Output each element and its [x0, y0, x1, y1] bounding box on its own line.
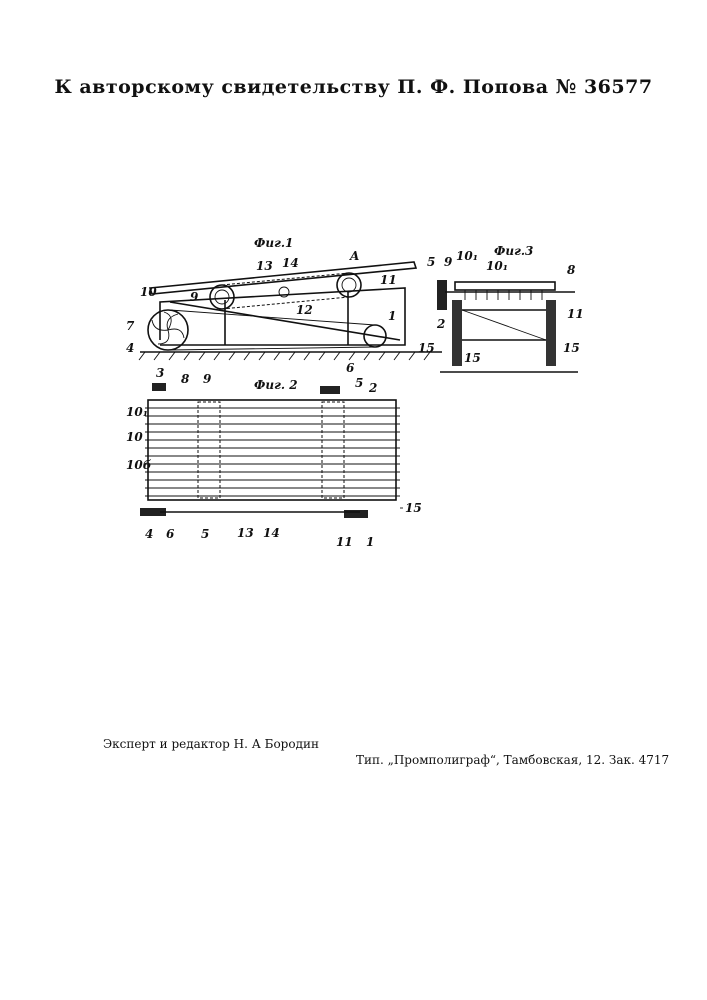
label-5: 5 — [427, 255, 435, 269]
label-1: 1 — [366, 535, 374, 549]
figure-1-side-view: Фиг.1 — [126, 236, 442, 375]
editor-credit: Эксперт и редактор Н. А Бородин — [103, 737, 319, 751]
label-2: 2 — [436, 317, 445, 331]
pulley-2 — [437, 280, 447, 310]
label-13: 13 — [237, 526, 254, 540]
label-15-right: 15 — [563, 341, 580, 355]
label-3: 3 — [156, 366, 164, 380]
frame-diagonal — [170, 302, 400, 340]
label-13: 13 — [256, 259, 273, 273]
sprocket-11 — [337, 273, 361, 297]
label-4: 4 — [145, 527, 153, 541]
ground-hatching — [139, 352, 430, 360]
label-5: 5 — [355, 376, 363, 390]
pulley-2 — [320, 386, 340, 394]
label-12: 12 — [296, 303, 313, 317]
sieve-cross-section — [455, 282, 555, 290]
label-14: 14 — [282, 256, 299, 270]
leg-15-left — [452, 300, 462, 366]
belt-lower — [170, 347, 375, 350]
belt-upper — [170, 310, 375, 325]
label-4: 4 — [126, 341, 134, 355]
label-6: 6 — [346, 361, 355, 375]
label-9: 9 — [190, 290, 199, 304]
printer-imprint: Тип. „Промполиграф“, Тамбовская, 12. Зак… — [356, 753, 669, 767]
label-10-1: 10₁ — [126, 405, 148, 419]
figure-2-plan-view: Фиг. 2 3 8 9 — [126, 366, 422, 549]
label-A: A — [349, 249, 359, 263]
sieve-slats — [145, 408, 400, 496]
label-2: 2 — [368, 381, 377, 395]
label-8: 8 — [567, 263, 576, 277]
label-11: 11 — [567, 307, 584, 321]
label-10: 10 — [140, 285, 157, 299]
label-6: 6 — [166, 527, 175, 541]
label-11: 11 — [336, 535, 353, 549]
label-8: 8 — [181, 372, 190, 386]
figure-3-end-view: Фиг.3 5 9 10₁ 10₁ 8 — [427, 244, 584, 372]
pulley-3 — [152, 383, 166, 391]
label-10-1: 10₁ — [456, 249, 478, 263]
plan-frame — [148, 400, 396, 500]
label-1: 1 — [388, 309, 396, 323]
label-15: 15 — [405, 501, 422, 515]
label-10-1b: 10₁ — [486, 259, 508, 273]
figure-1-caption: Фиг.1 — [254, 236, 293, 250]
leg-15-right — [546, 300, 556, 366]
label-5-bottom: 5 — [201, 527, 209, 541]
label-14: 14 — [263, 526, 280, 540]
label-9: 9 — [444, 255, 453, 269]
figure-2-caption: Фиг. 2 — [254, 378, 298, 392]
label-9: 9 — [203, 372, 212, 386]
label-10: 10 — [126, 430, 143, 444]
label-11: 11 — [380, 273, 397, 287]
label-10b: 10б — [126, 458, 152, 472]
label-7: 7 — [126, 319, 135, 333]
figure-3-caption: Фиг.3 — [494, 244, 533, 258]
label-15: 15 — [418, 341, 435, 355]
sprocket-9 — [210, 285, 234, 309]
label-15-left: 15 — [464, 351, 481, 365]
